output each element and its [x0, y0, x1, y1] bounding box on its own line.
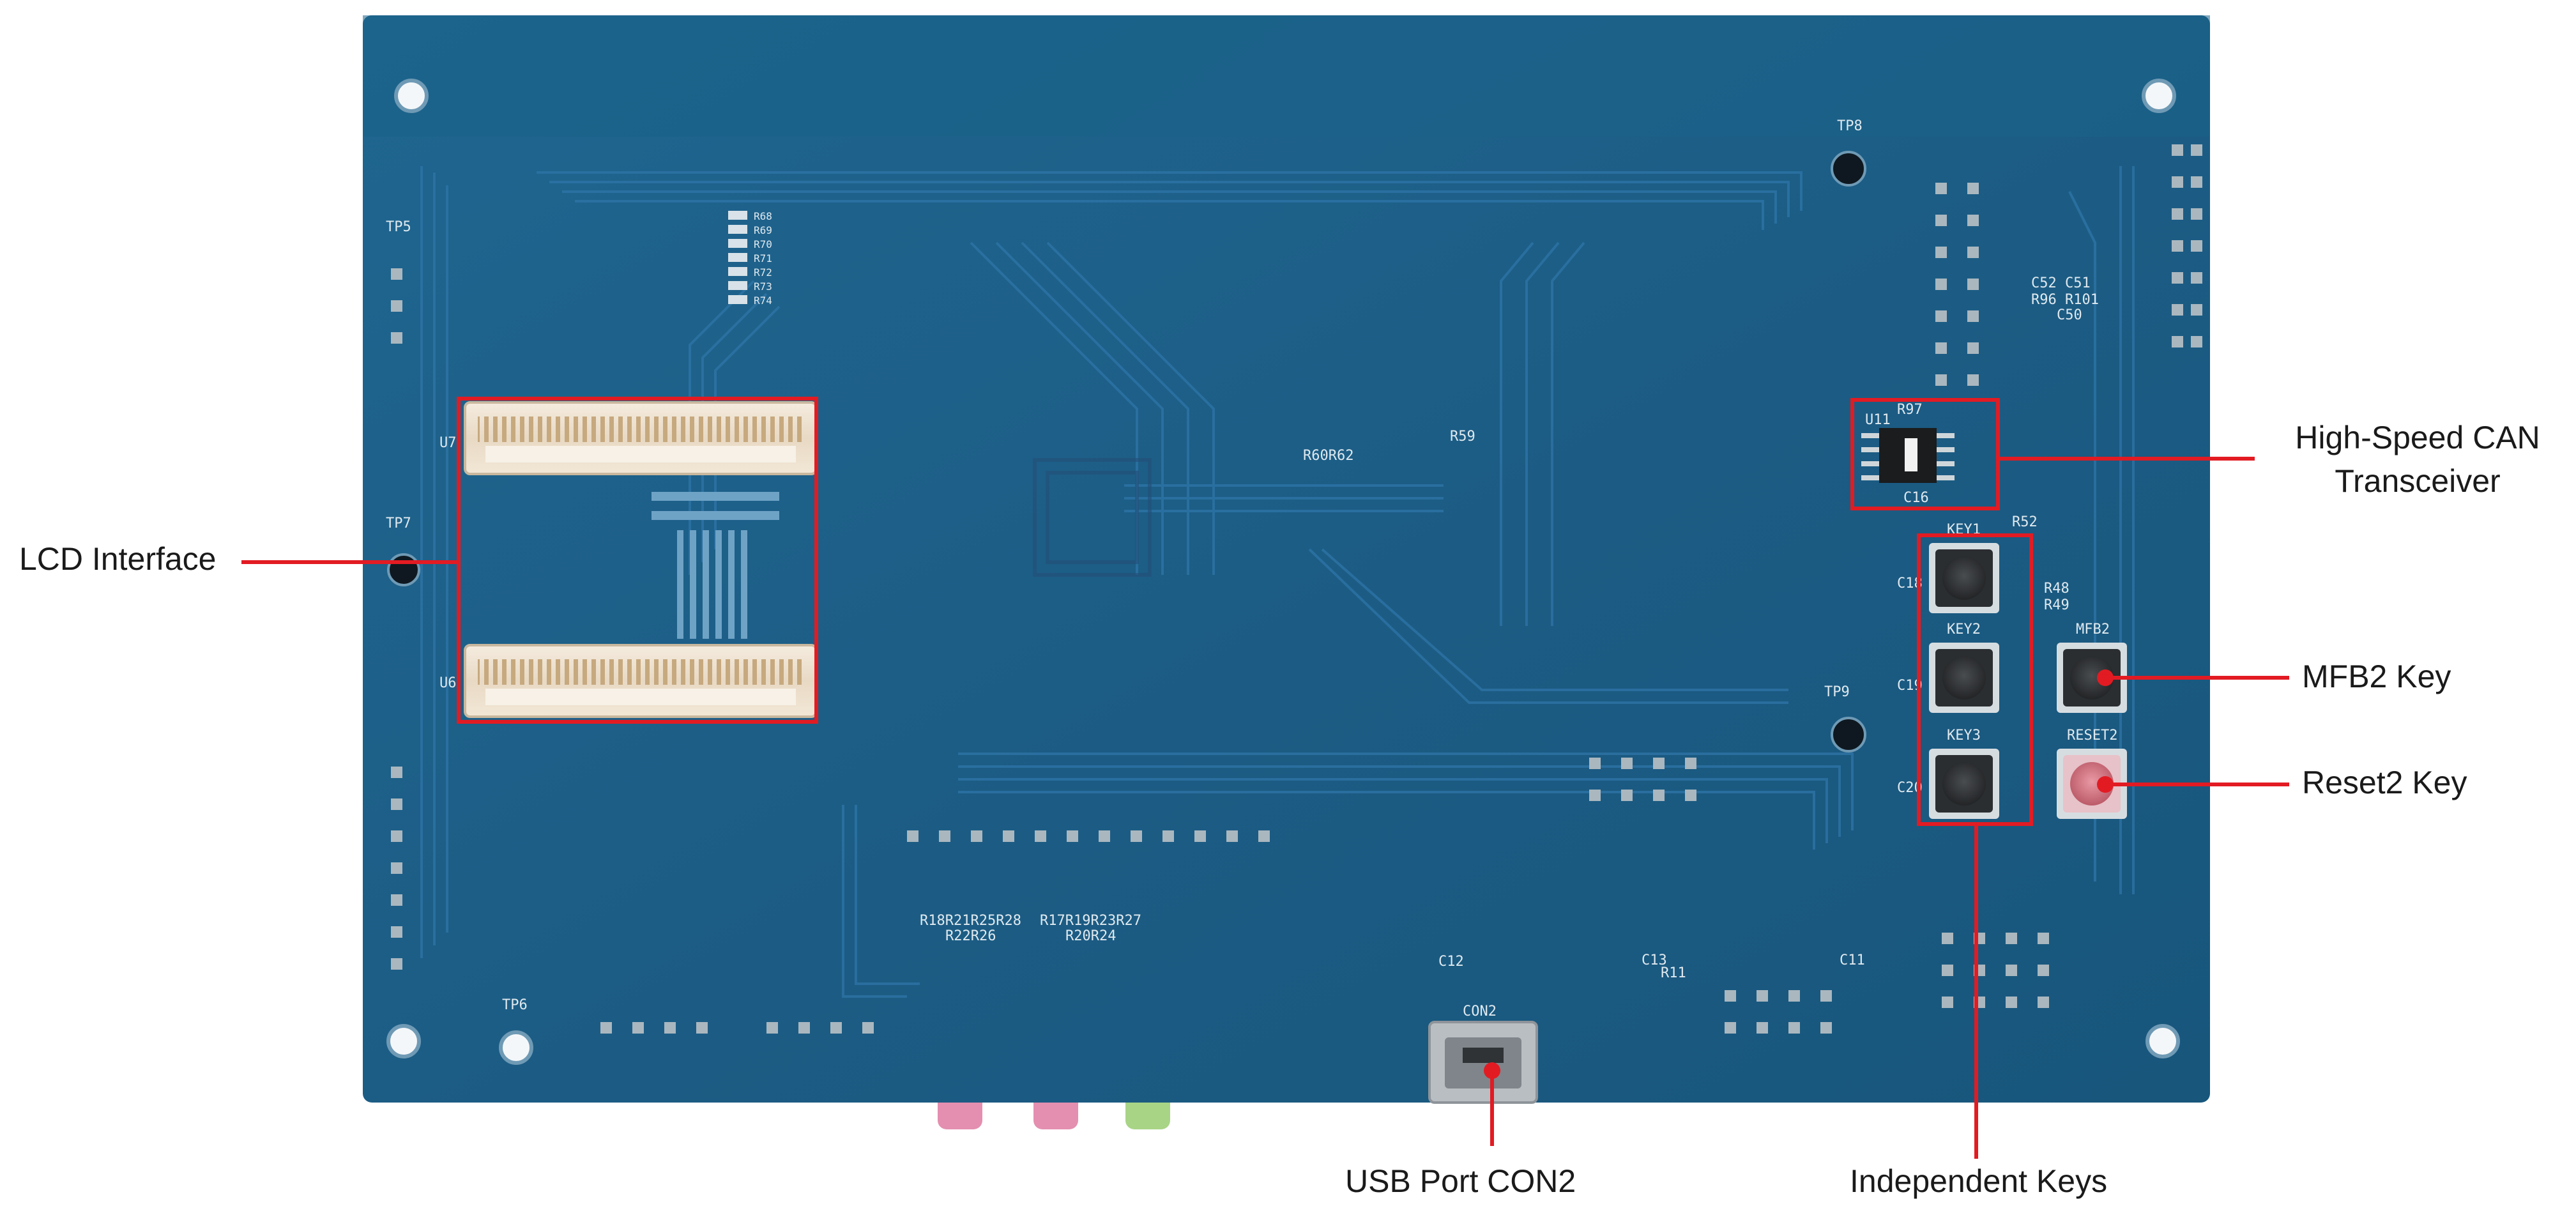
lcd-connector-u6 [464, 644, 818, 718]
lcd-interface-label: LCD Interface [19, 541, 217, 577]
silk-c11: C11 [1840, 952, 1865, 968]
pad-array [391, 144, 2202, 1034]
silk-r49: R49 [2044, 597, 2069, 613]
independent-keys-label: Independent Keys [1850, 1163, 2108, 1199]
silk-r71: R71 [754, 252, 772, 264]
silk-tp8: TP8 [1837, 118, 1863, 134]
leader-dots [1484, 669, 2114, 1079]
silk-tp9: TP9 [1824, 684, 1850, 700]
silk-r72: R72 [754, 266, 772, 279]
silk-c12: C12 [1438, 954, 1464, 970]
silk-tp5: TP5 [386, 219, 411, 235]
reset2-key-button [2057, 749, 2127, 819]
silk-r73: R73 [754, 280, 772, 293]
leader-lines [241, 457, 2289, 1159]
can-transceiver-chip [1861, 428, 1955, 483]
silk-r96r101: R96 R101 [2031, 292, 2099, 308]
silk-c52c51: C52 C51 [2031, 275, 2091, 291]
silk-c13: C13 [1642, 952, 1667, 968]
key3-button [1929, 749, 1999, 819]
pcb-board [363, 15, 2210, 1103]
resistor-ladder [728, 211, 747, 304]
usb-connector-con2 [1428, 1021, 1538, 1104]
key1-button [1929, 543, 1999, 613]
can-transceiver-label: High-Speed CAN Transceiver [2267, 416, 2568, 503]
silk-r69: R69 [754, 224, 772, 236]
silk-r22row: R22R26 [945, 928, 996, 944]
silk-mfb2: MFB2 [2076, 622, 2110, 638]
silk-r74: R74 [754, 294, 772, 307]
silk-r97: R97 [1897, 402, 1923, 418]
can-label-line1: High-Speed CAN [2295, 420, 2540, 455]
silk-r17row: R17R19R23R27 [1040, 913, 1141, 929]
mounting-holes [386, 79, 2180, 1065]
can-transceiver-box [1850, 398, 2000, 510]
silk-r70: R70 [754, 238, 772, 250]
mfb2-key-button [2057, 643, 2127, 713]
silk-u6: U6 [439, 675, 457, 691]
silk-r52: R52 [2012, 514, 2038, 530]
silk-tp7: TP7 [386, 516, 411, 531]
mfb2-key-label: MFB2 Key [2302, 659, 2451, 694]
silk-r68: R68 [754, 210, 772, 222]
key2-button [1929, 643, 1999, 713]
lcd-flex-traces [652, 492, 779, 639]
silk-r48: R48 [2044, 581, 2069, 597]
silk-tp6: TP6 [502, 997, 528, 1013]
silk-u7: U7 [439, 435, 457, 451]
silk-reset2: RESET2 [2067, 728, 2117, 744]
silk-r59: R59 [1450, 429, 1475, 445]
can-label-line2: Transceiver [2335, 462, 2501, 499]
silk-c16: C16 [1903, 490, 1929, 506]
silkscreen-labels: TP5 TP7 TP6 TP8 TP9 U7 U6 U11 R97 C16 C5… [386, 118, 2117, 1020]
silk-key3: KEY3 [1947, 728, 1981, 744]
silk-r60r62: R60R62 [1303, 448, 1353, 464]
silk-key2: KEY2 [1947, 622, 1981, 638]
silk-u11: U11 [1865, 412, 1891, 428]
silk-c50: C50 [2057, 307, 2082, 323]
silk-con2: CON2 [1463, 1004, 1497, 1020]
reset2-key-label: Reset2 Key [2302, 765, 2467, 800]
silk-r20row: R20R24 [1065, 928, 1116, 944]
usb-port-label: USB Port CON2 [1345, 1163, 1576, 1199]
silk-r18row: R18R21R25R28 [920, 913, 1021, 929]
silk-r11: R11 [1661, 965, 1686, 981]
lcd-connector-u7 [464, 401, 818, 475]
